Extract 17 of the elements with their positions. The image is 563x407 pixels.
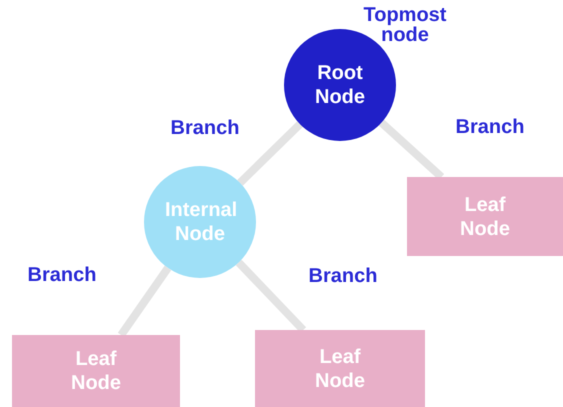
edge-label: Branch — [308, 265, 378, 287]
leaf-node-box — [407, 177, 563, 256]
edge-label: Branch — [26, 264, 98, 286]
node-label: Internal Node — [165, 198, 235, 246]
branch-line — [236, 260, 306, 333]
node-caption: Topmost node — [362, 5, 448, 45]
node-label: Leaf Node — [314, 344, 366, 392]
node-label: Leaf Node — [70, 347, 122, 395]
leaf-node-box — [12, 335, 180, 407]
branch-line — [118, 266, 172, 338]
branch-line — [237, 121, 303, 186]
edge-label: Branch — [170, 117, 240, 139]
leaf-node-box — [255, 330, 425, 407]
branch-line — [378, 120, 444, 180]
edge-label: Branch — [454, 116, 526, 138]
node-label: Leaf Node — [459, 192, 511, 240]
node-label: Root Node — [314, 61, 366, 109]
